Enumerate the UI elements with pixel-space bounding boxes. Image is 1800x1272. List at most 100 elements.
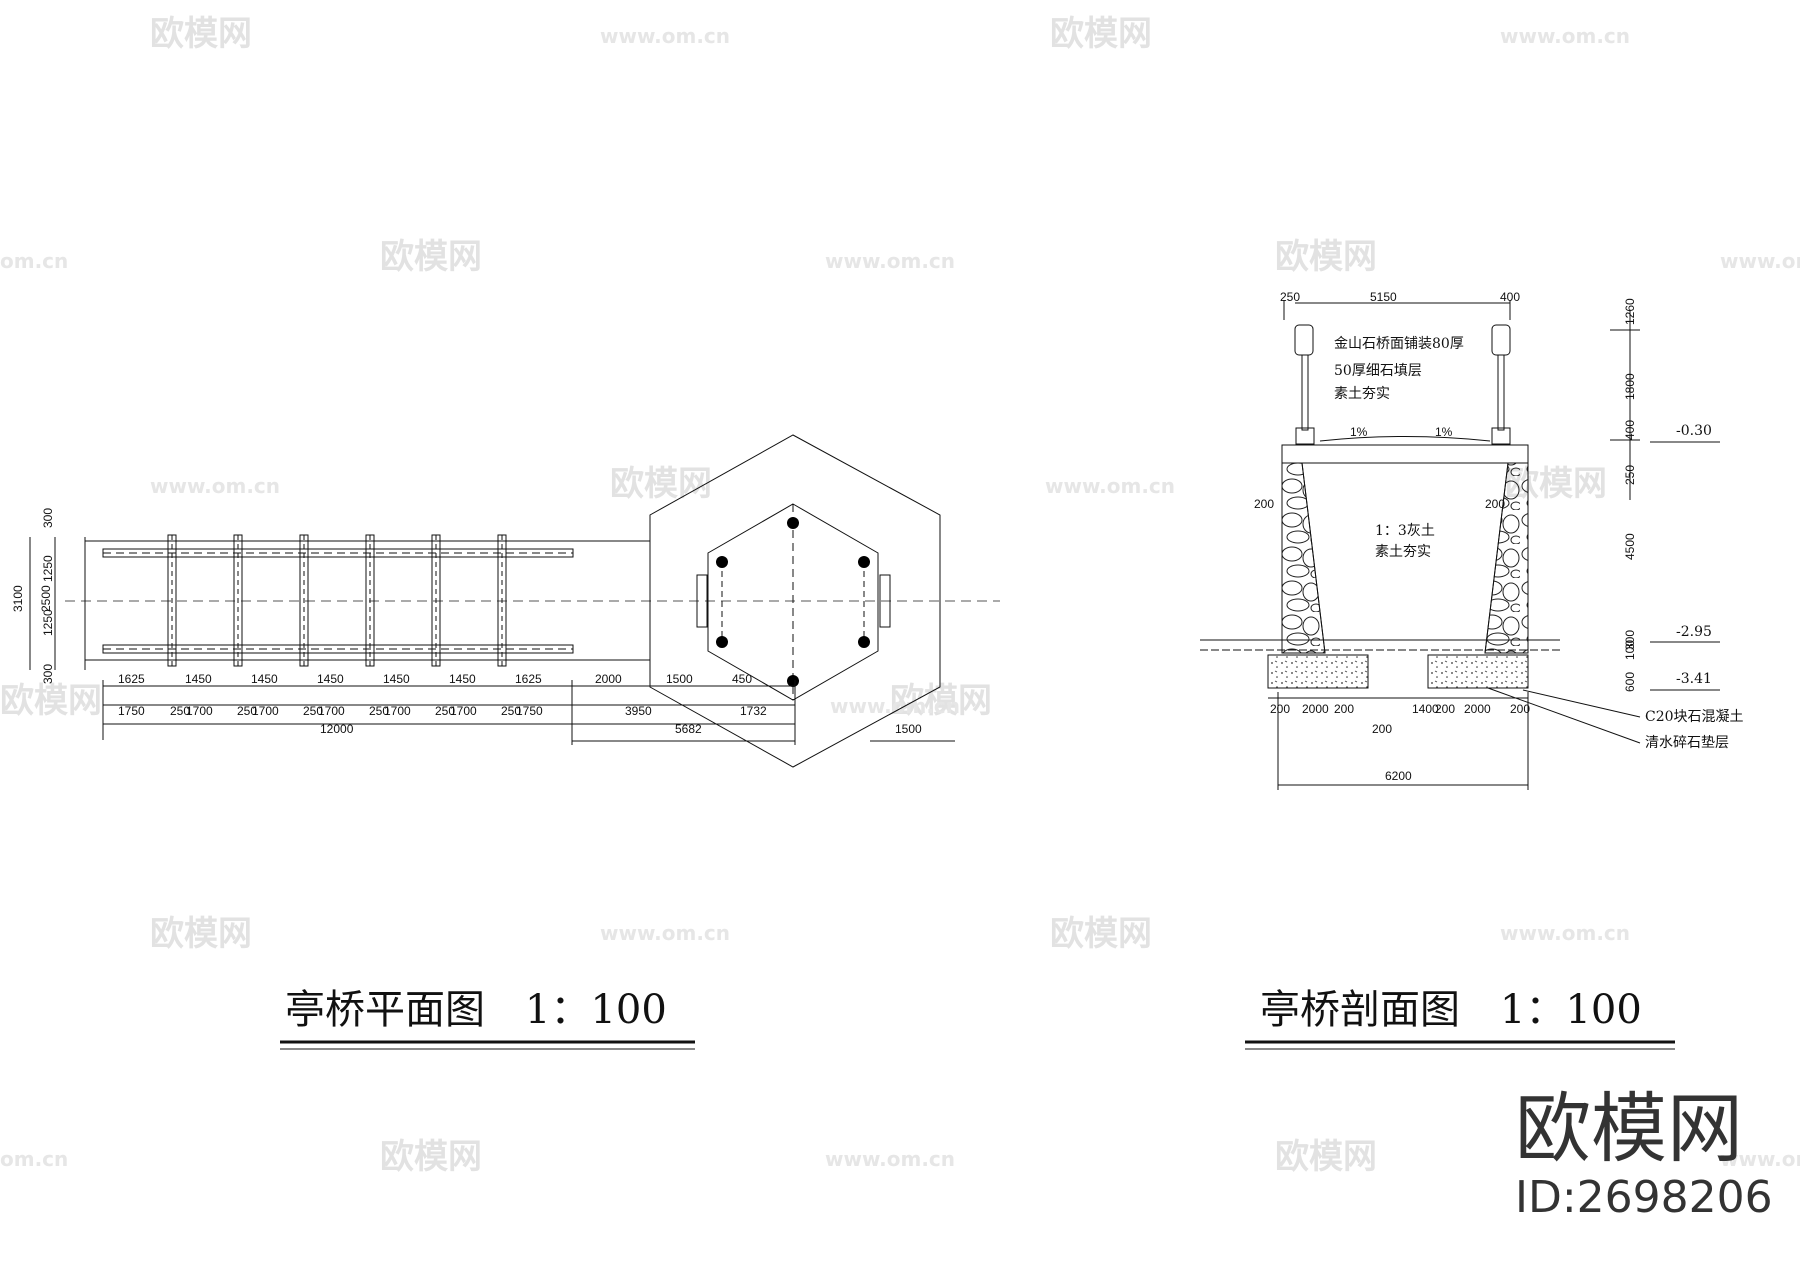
pavilion-columns xyxy=(716,517,870,687)
plan-dim-mid: 250 xyxy=(435,704,455,718)
section-dim-right: 4500 xyxy=(1623,533,1637,560)
watermark-logo: 欧模网 xyxy=(1275,1137,1377,1177)
watermark-url: om.cn xyxy=(0,249,68,273)
watermark-url: www.om.cn xyxy=(830,694,960,718)
slope-label: 1% xyxy=(1435,425,1453,439)
section-title-group: 亭桥剖面图 1：100 xyxy=(1245,987,1675,1050)
watermark-logo: 欧模网 xyxy=(610,464,712,504)
plan-dim-top: 2000 xyxy=(595,672,622,686)
watermark-url: om.cn xyxy=(0,1147,68,1171)
plan-dim-mid: 250 xyxy=(501,704,521,718)
fill-note: 素土夯实 xyxy=(1375,544,1431,560)
section-dim-base: 200 xyxy=(1270,702,1290,716)
section-dim-6200: 6200 xyxy=(1385,769,1412,783)
plan-dim-left: 1250 xyxy=(41,555,55,582)
plan-dim-mid: 1700 xyxy=(186,704,213,718)
watermark-logo: 欧模网 xyxy=(150,14,252,54)
plan-dimension-lines xyxy=(29,537,955,745)
level-mark: -2.95 xyxy=(1676,624,1712,640)
plan-dim-top: 1450 xyxy=(449,672,476,686)
plan-dim-mid: 250 xyxy=(303,704,323,718)
pavilion-plan xyxy=(649,434,941,768)
section-dim-base: 2000 xyxy=(1464,702,1491,716)
base-label: C20块石混凝土 xyxy=(1645,709,1744,725)
brand-id: ID:2698206 xyxy=(1515,1172,1773,1223)
watermark-url: www.om.cn xyxy=(1720,249,1800,273)
plan-dim-top: 1450 xyxy=(185,672,212,686)
brand-logo-text: 欧模网 xyxy=(1515,1084,1743,1173)
watermark-url: www.om.cn xyxy=(1500,24,1630,48)
plan-dim-left: 300 xyxy=(41,508,55,528)
plan-dim-mid: 3950 xyxy=(625,704,652,718)
watermark-logo: 欧模网 xyxy=(380,237,482,277)
plan-dim-5682: 5682 xyxy=(675,722,702,736)
slope-label: 1% xyxy=(1350,425,1368,439)
plan-dim-2500: 2500 xyxy=(39,585,53,612)
plan-view xyxy=(29,434,1000,768)
level-mark: -0.30 xyxy=(1676,423,1712,439)
plan-dim-mid: 250 xyxy=(170,704,190,718)
plan-dim-mid: 250 xyxy=(237,704,257,718)
plan-dim-top: 1500 xyxy=(666,672,693,686)
watermark-logo: 欧模网 xyxy=(380,1137,482,1177)
watermark-url: www.om.cn xyxy=(1045,474,1175,498)
section-title: 亭桥剖面图 1：100 xyxy=(1260,987,1642,1033)
plan-dim-mid: 1700 xyxy=(450,704,477,718)
plan-dim-top: 1450 xyxy=(251,672,278,686)
plan-dim-1500: 1500 xyxy=(895,722,922,736)
section-note: 50厚细石填层 xyxy=(1334,363,1422,379)
section-dim-top: 5150 xyxy=(1370,290,1397,304)
base-label: 清水碎石垫层 xyxy=(1645,735,1729,751)
plan-dim-mid: 1700 xyxy=(252,704,279,718)
plan-dim-left: 300 xyxy=(41,664,55,684)
plan-dim-top: 1625 xyxy=(118,672,145,686)
level-mark: -3.41 xyxy=(1676,671,1712,687)
section-dim-base: 2000 xyxy=(1302,702,1329,716)
section-dim-top: 400 xyxy=(1500,290,1520,304)
section-dim-right: 300 xyxy=(1623,630,1637,650)
plan-dim-top: 1625 xyxy=(515,672,542,686)
section-dim-base: 200 xyxy=(1510,702,1530,716)
fill-note: 1：3灰土 xyxy=(1375,523,1435,539)
watermark-url: www.om.cn xyxy=(1500,921,1630,945)
section-dim-base: 200 xyxy=(1334,702,1354,716)
watermark-logo: 欧模网 xyxy=(150,914,252,954)
watermark-url: www.om.cn xyxy=(825,249,955,273)
plan-title-group: 亭桥平面图 1：100 xyxy=(280,987,695,1050)
watermark-url: www.om.cn xyxy=(150,474,280,498)
plan-dim-mid: 1750 xyxy=(118,704,145,718)
section-dim-base: 200 xyxy=(1435,702,1455,716)
watermark-logo: 欧模网 xyxy=(1275,237,1377,277)
section-dim-side: 200 xyxy=(1372,722,1392,736)
section-note: 素土夯实 xyxy=(1334,386,1390,402)
plan-dim-left: 1250 xyxy=(41,609,55,636)
plan-dim-top: 1450 xyxy=(383,672,410,686)
plan-title: 亭桥平面图 1：100 xyxy=(285,987,667,1033)
watermark-url: www.om.cn xyxy=(1720,1147,1800,1171)
plan-dim-mid: 1700 xyxy=(384,704,411,718)
watermark-url: www.om.cn xyxy=(600,24,730,48)
section-dim-right: 1800 xyxy=(1623,373,1637,400)
section-note: 金山石桥面铺装80厚 xyxy=(1334,336,1464,352)
watermark-logo: 欧模网 xyxy=(890,681,992,721)
plan-dim-mid: 1732 xyxy=(740,704,767,718)
section-dim-right: 100 xyxy=(1623,640,1637,660)
section-dim-right: 600 xyxy=(1623,672,1637,692)
plan-dim-3100: 3100 xyxy=(11,585,25,612)
section-dim-side: 200 xyxy=(1485,497,1505,511)
plan-beams xyxy=(167,534,507,667)
watermark-logo: 欧模网 xyxy=(1050,914,1152,954)
watermark-logo: 欧模网 xyxy=(0,681,102,721)
plan-dim-mid: 250 xyxy=(369,704,389,718)
section-view xyxy=(1200,300,1720,790)
plan-dim-mid: 1700 xyxy=(318,704,345,718)
watermark-url: www.om.cn xyxy=(825,1147,955,1171)
section-dim-right: 250 xyxy=(1623,465,1637,485)
plan-dim-total: 12000 xyxy=(320,722,354,736)
section-dim-top: 250 xyxy=(1280,290,1300,304)
section-dim-right: 1260 xyxy=(1623,298,1637,325)
plan-dim-top: 1450 xyxy=(317,672,344,686)
